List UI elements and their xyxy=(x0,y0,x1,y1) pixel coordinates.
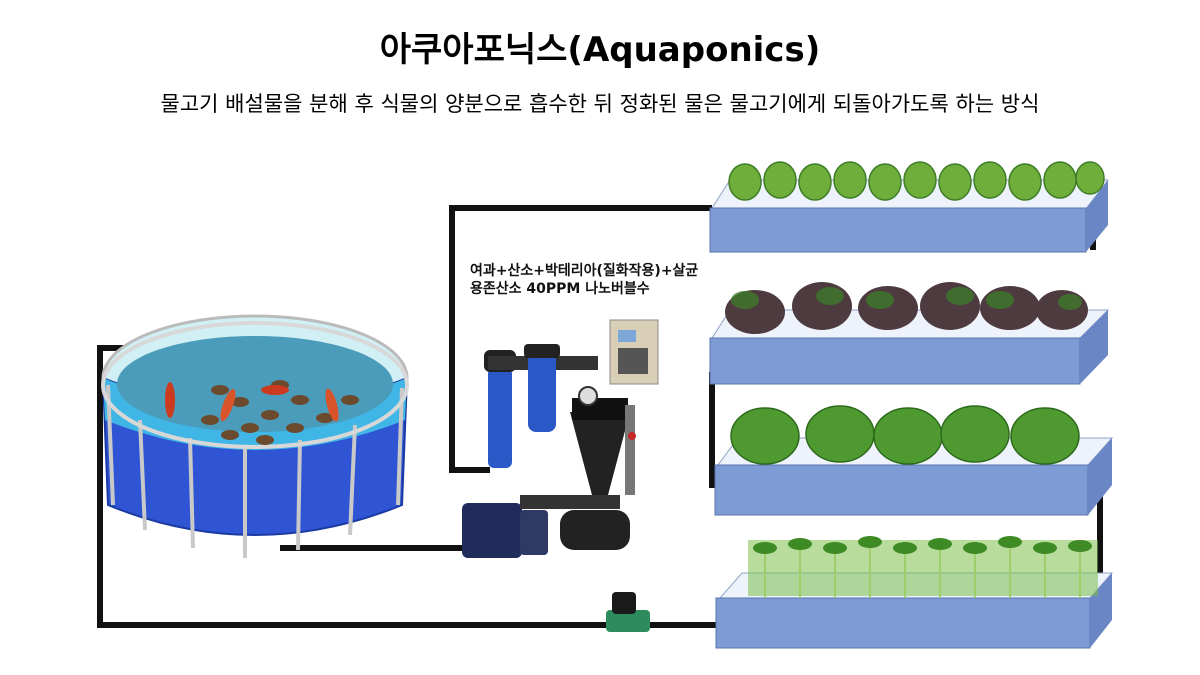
hydrocyclone-icon xyxy=(570,412,630,495)
fish-tank-icon xyxy=(101,314,409,558)
pipe-filter-to-top-tray xyxy=(449,205,712,473)
filtration-annotation: 여과+산소+박테리아(질화작용)+살균 용존산소 40PPM 나노버블수 xyxy=(470,262,698,298)
page-title: 아쿠아포닉스(Aquaponics) xyxy=(379,30,821,70)
circulation-pump-icon xyxy=(606,592,650,632)
plant-row-leafy xyxy=(725,282,1088,334)
annotation-line-1: 여과+산소+박테리아(질화작용)+살균 xyxy=(470,263,699,279)
plant-row-lettuce xyxy=(728,161,1105,201)
filter-icon xyxy=(528,352,556,432)
uv-filter-icon xyxy=(488,368,512,468)
filtration-unit xyxy=(462,319,659,558)
water-pump-icon xyxy=(462,503,522,558)
fish-school xyxy=(201,380,359,445)
annotation-line-2: 용존산소 40PPM 나노버블수 xyxy=(470,281,650,297)
plant-row-bushy xyxy=(730,405,1080,465)
plant-row-sprouts xyxy=(748,536,1098,598)
page-subtitle: 물고기 배설물을 분해 후 식물의 양분으로 흡수한 뒤 정화된 물은 물고기에… xyxy=(160,92,1040,116)
koi-fish xyxy=(165,382,339,422)
